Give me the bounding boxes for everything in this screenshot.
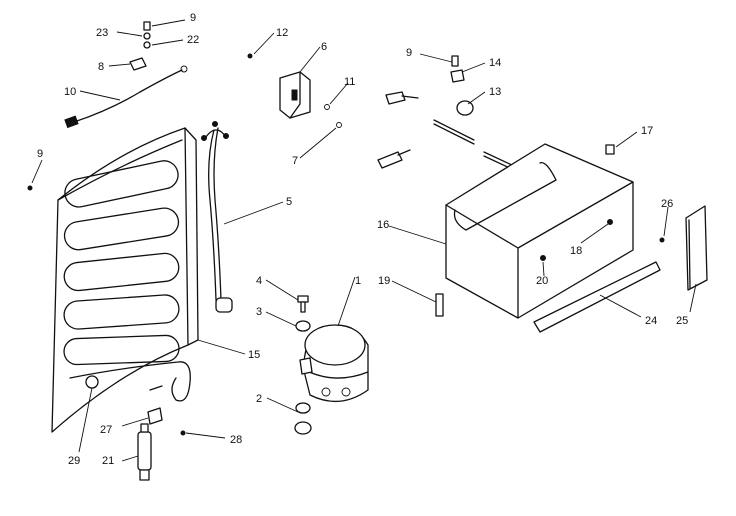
callout-6: 6 bbox=[321, 41, 327, 53]
callout-19: 19 bbox=[378, 275, 390, 287]
compressor bbox=[299, 324, 369, 403]
trim-strip bbox=[533, 261, 661, 333]
cabinet bbox=[445, 143, 665, 319]
callout-16: 16 bbox=[377, 219, 389, 231]
power-cord bbox=[64, 65, 188, 129]
callout-4: 4 bbox=[256, 275, 262, 287]
callout-18: 18 bbox=[570, 245, 582, 257]
callout-11: 11 bbox=[344, 76, 355, 88]
callout-9: 9 bbox=[190, 12, 196, 24]
top-left-hardware bbox=[27, 21, 151, 191]
callout-3: 3 bbox=[256, 306, 262, 318]
callout-21: 21 bbox=[102, 455, 114, 467]
callout-27: 27 bbox=[100, 424, 112, 436]
callout-29: 29 bbox=[68, 455, 80, 467]
callout-9: 9 bbox=[37, 148, 43, 160]
callout-25: 25 bbox=[676, 315, 688, 327]
callout-8: 8 bbox=[98, 61, 104, 73]
callout-24: 24 bbox=[645, 315, 657, 327]
drier-assembly bbox=[137, 385, 186, 481]
callout-14: 14 bbox=[489, 57, 501, 69]
wiring-harness bbox=[201, 121, 233, 313]
callout-7: 7 bbox=[292, 155, 298, 167]
callout-5: 5 bbox=[286, 196, 292, 208]
callout-23: 23 bbox=[96, 27, 108, 39]
callout-2: 2 bbox=[256, 393, 262, 405]
callout-28: 28 bbox=[230, 434, 242, 446]
leader-lines bbox=[31, 19, 697, 462]
callout-26: 26 bbox=[661, 198, 673, 210]
callout-17: 17 bbox=[641, 125, 653, 137]
callout-20: 20 bbox=[536, 275, 548, 287]
mounting-hardware bbox=[294, 295, 312, 435]
callout-9: 9 bbox=[406, 47, 412, 59]
callout-labels: 9 23 22 8 10 9 12 6 11 7 9 14 13 17 16 1… bbox=[37, 12, 688, 467]
callout-13: 13 bbox=[489, 86, 501, 98]
callout-10: 10 bbox=[64, 86, 76, 98]
callout-12: 12 bbox=[276, 27, 288, 39]
condenser-panel bbox=[51, 127, 199, 433]
callout-1: 1 bbox=[355, 275, 361, 287]
tubing-parts bbox=[377, 55, 515, 171]
side-panel bbox=[685, 205, 708, 291]
bracket bbox=[435, 293, 444, 317]
callout-22: 22 bbox=[187, 34, 199, 46]
relay-assembly bbox=[247, 53, 342, 128]
callout-15: 15 bbox=[248, 349, 260, 361]
